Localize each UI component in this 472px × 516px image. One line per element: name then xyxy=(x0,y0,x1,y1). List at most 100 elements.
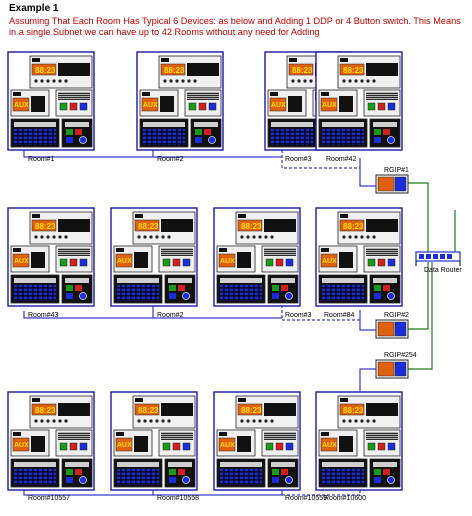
switch-panel xyxy=(55,89,93,117)
display-readout: 88:23 xyxy=(241,222,262,231)
display-panel: 88:23 xyxy=(29,395,93,429)
keypad-panel xyxy=(318,458,368,488)
aux-panel: AUX xyxy=(318,429,358,457)
display-panel: 88:23 xyxy=(337,55,401,89)
keypad-panel xyxy=(113,274,163,304)
display-readout: 88:23 xyxy=(241,406,262,415)
controller-panel xyxy=(267,274,299,304)
aux-panel: AUX xyxy=(113,429,153,457)
aux-panel: AUX xyxy=(10,245,50,273)
room-label: Room#10559 xyxy=(285,495,327,502)
keypad-panel xyxy=(10,274,60,304)
display-panel: 88:23 xyxy=(132,395,196,429)
controller-panel xyxy=(369,118,401,148)
room-label: Room#2 xyxy=(157,312,184,319)
aux-label: AUX xyxy=(143,102,158,109)
display-readout: 88:23 xyxy=(292,66,313,75)
aux-label: AUX xyxy=(117,442,132,449)
display-panel: 88:23 xyxy=(29,211,93,245)
aux-panel: AUX xyxy=(318,89,358,117)
gateway-label: RGIP#1 xyxy=(384,167,409,174)
aux-label: AUX xyxy=(220,258,235,265)
aux-panel: AUX xyxy=(113,245,153,273)
display-panel: 88:23 xyxy=(235,211,299,245)
controller-panel xyxy=(267,458,299,488)
switch-panel xyxy=(261,245,299,273)
switch-panel xyxy=(363,89,401,117)
room-label: Room#10558 xyxy=(157,495,199,502)
controller-panel xyxy=(369,274,401,304)
gateway-rgip-1: RGIP#1 xyxy=(375,167,409,194)
display-readout: 88:23 xyxy=(35,222,56,231)
display-readout: 88:23 xyxy=(164,66,185,75)
aux-panel: AUX xyxy=(216,245,256,273)
display-panel: 88:23 xyxy=(337,395,401,429)
controller-panel xyxy=(369,458,401,488)
router-label: Data Router xyxy=(424,267,462,274)
aux-panel: AUX xyxy=(10,89,50,117)
switch-panel xyxy=(363,429,401,457)
switch-panel xyxy=(363,245,401,273)
keypad-panel xyxy=(318,274,368,304)
room-label: Room#3 xyxy=(285,312,312,319)
gateway-rgip-254: RGIP#254 xyxy=(375,352,417,379)
display-readout: 88:23 xyxy=(35,406,56,415)
keypad-panel xyxy=(318,118,368,148)
network-lines xyxy=(408,182,456,370)
aux-panel: AUX xyxy=(216,429,256,457)
display-panel: 88:23 xyxy=(235,395,299,429)
aux-label: AUX xyxy=(271,102,286,109)
controller-panel xyxy=(61,458,93,488)
switch-panel xyxy=(158,245,196,273)
room-label: Room#10600 xyxy=(324,495,366,502)
room-label: Room#10557 xyxy=(28,495,70,502)
switch-panel xyxy=(55,429,93,457)
controller-panel xyxy=(61,118,93,148)
room-label: Room#2 xyxy=(157,156,184,163)
aux-label: AUX xyxy=(14,258,29,265)
switch-panel xyxy=(55,245,93,273)
switch-panel xyxy=(184,89,222,117)
display-readout: 88:23 xyxy=(35,66,56,75)
gateway-label: RGIP#2 xyxy=(384,312,409,319)
room-label: Room#42 xyxy=(326,156,356,163)
keypad-panel xyxy=(216,458,266,488)
display-panel: 88:23 xyxy=(29,55,93,89)
aux-label: AUX xyxy=(14,442,29,449)
display-readout: 88:23 xyxy=(343,66,364,75)
keypad-panel xyxy=(113,458,163,488)
keypad-panel xyxy=(267,118,317,148)
display-readout: 88:23 xyxy=(343,406,364,415)
room-label: Room#84 xyxy=(324,312,354,319)
display-readout: 88:23 xyxy=(138,406,159,415)
keypad-panel xyxy=(10,458,60,488)
aux-label: AUX xyxy=(14,102,29,109)
description-text: Assuming That Each Room Has Typical 6 De… xyxy=(9,16,461,37)
display-readout: 88:23 xyxy=(138,222,159,231)
aux-label: AUX xyxy=(220,442,235,449)
room-label: Room#43 xyxy=(28,312,58,319)
aux-panel: AUX xyxy=(267,89,307,117)
controller-panel xyxy=(61,274,93,304)
switch-panel xyxy=(158,429,196,457)
page-title: Example 1 xyxy=(9,3,59,14)
controller-panel xyxy=(164,274,196,304)
room-label: Room#1 xyxy=(28,156,55,163)
data-router: Data Router xyxy=(415,251,462,274)
controller-panel xyxy=(164,458,196,488)
keypad-panel xyxy=(10,118,60,148)
gateway-rgip-2: RGIP#2 xyxy=(375,312,409,339)
aux-label: AUX xyxy=(117,258,132,265)
room-label: Room#3 xyxy=(285,156,312,163)
aux-label: AUX xyxy=(322,258,337,265)
aux-label: AUX xyxy=(322,442,337,449)
